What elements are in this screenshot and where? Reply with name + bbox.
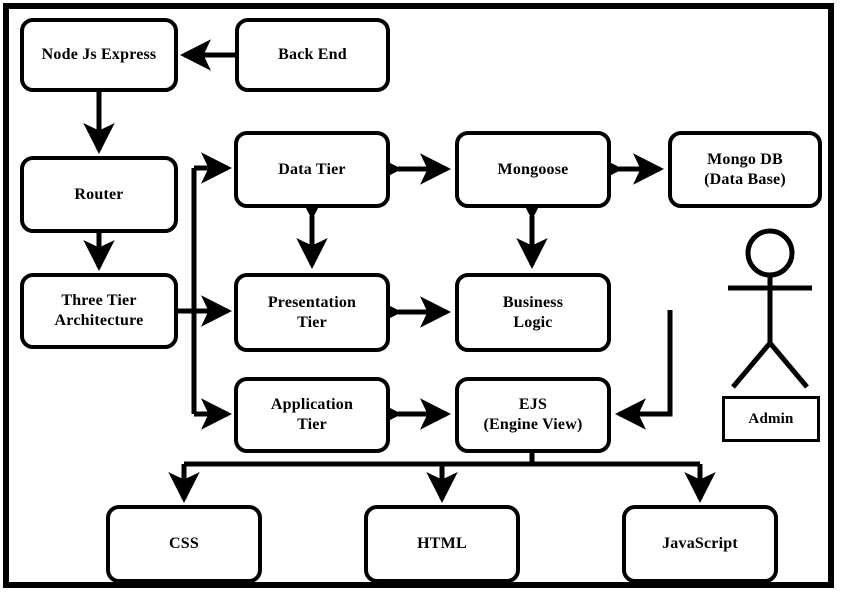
node-label: HTML bbox=[417, 535, 467, 553]
node-label: JavaScript bbox=[662, 535, 738, 553]
node-label: Admin bbox=[748, 410, 794, 427]
node-mongoose[interactable]: Mongoose bbox=[455, 131, 611, 208]
node-label: EJS(Engine View) bbox=[483, 396, 583, 433]
node-ejs-engine-view[interactable]: EJS(Engine View) bbox=[455, 377, 611, 453]
node-javascript[interactable]: JavaScript bbox=[622, 505, 778, 583]
node-label: Node Js Express bbox=[41, 46, 157, 64]
node-data-tier[interactable]: Data Tier bbox=[234, 131, 390, 208]
node-admin[interactable]: Admin bbox=[722, 396, 820, 442]
node-router[interactable]: Router bbox=[20, 156, 178, 233]
node-node-js-express[interactable]: Node Js Express bbox=[20, 18, 178, 92]
node-label: Back End bbox=[278, 46, 347, 64]
node-mongo-db[interactable]: Mongo DB(Data Base) bbox=[668, 131, 822, 208]
node-html[interactable]: HTML bbox=[364, 505, 520, 583]
node-css[interactable]: CSS bbox=[106, 505, 262, 583]
node-label: CSS bbox=[169, 535, 199, 553]
node-back-end[interactable]: Back End bbox=[235, 18, 390, 92]
node-label: Data Tier bbox=[278, 160, 346, 178]
node-label: Mongo DB(Data Base) bbox=[704, 150, 786, 188]
node-label: Router bbox=[74, 185, 124, 203]
node-label: Mongoose bbox=[497, 160, 569, 178]
